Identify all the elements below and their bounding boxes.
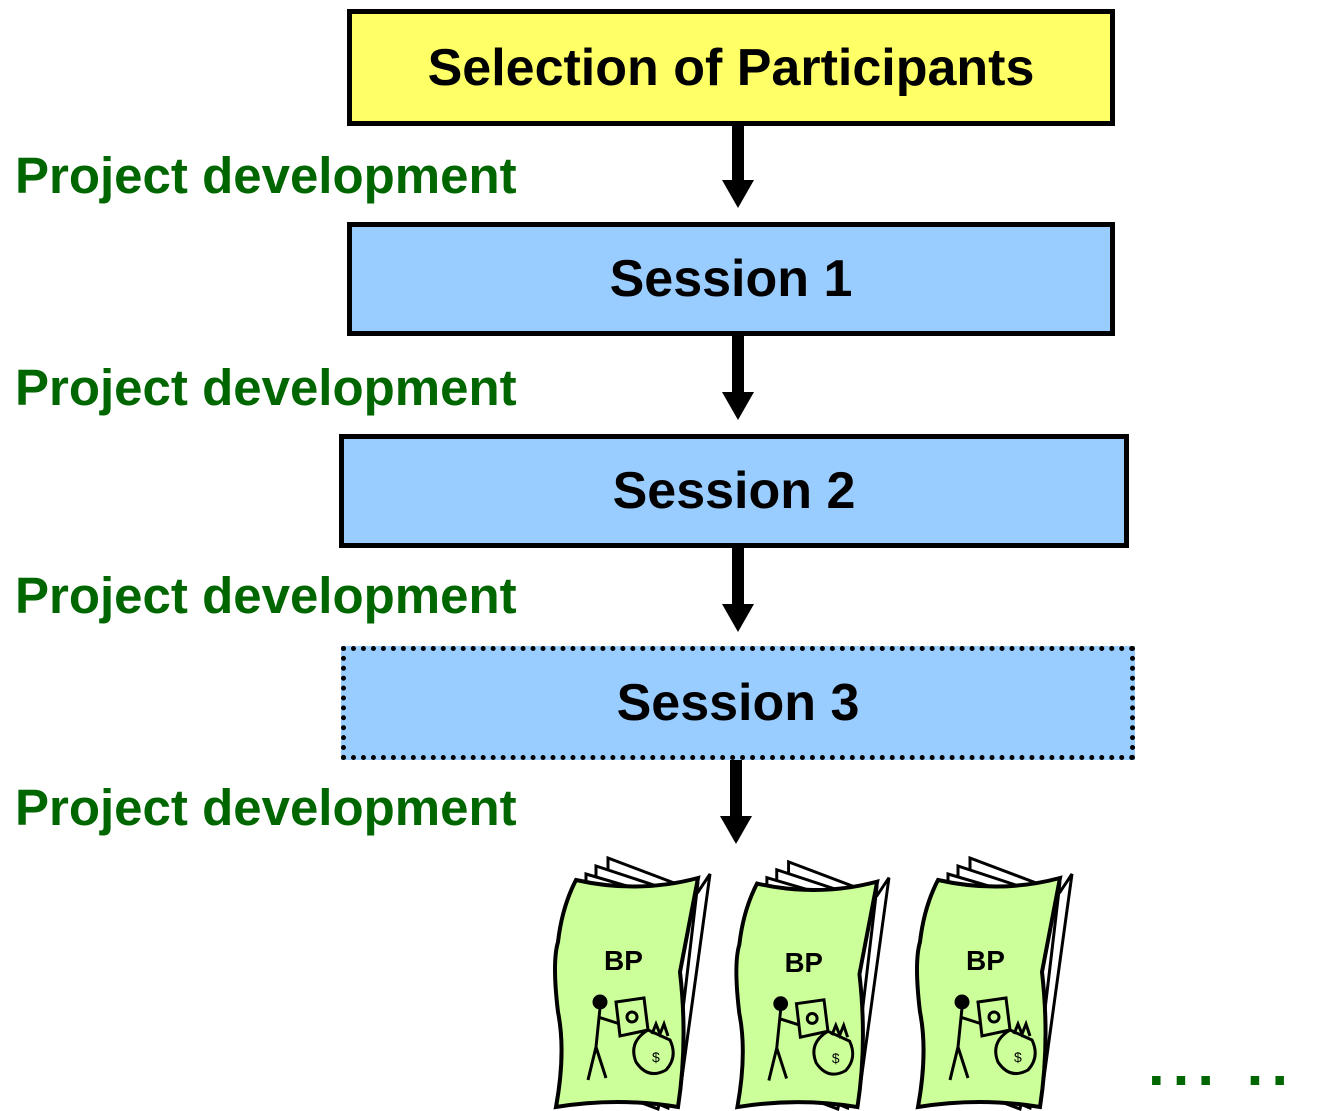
book-1-label: BP [604, 945, 643, 976]
project-development-label-2: Project development [15, 359, 517, 416]
svg-text:$: $ [1014, 1049, 1022, 1065]
svg-text:$: $ [652, 1049, 660, 1065]
session-1-box: Session 1 [347, 222, 1115, 336]
session-3-label: Session 3 [616, 674, 860, 732]
book-3-label: BP [966, 945, 1005, 976]
session-2-box: Session 2 [339, 434, 1129, 548]
svg-text:$: $ [832, 1051, 840, 1066]
down-arrow-2 [722, 336, 754, 420]
project-development-label-1: Project development [15, 147, 517, 204]
down-arrow-1 [722, 126, 754, 208]
book-2-label: BP [785, 947, 823, 978]
business-plan-book-3: BP $ [915, 855, 1074, 1111]
down-arrow-3 [722, 548, 754, 632]
session-2-label: Session 2 [612, 462, 856, 520]
continuation-ellipsis: ... .. [1148, 1031, 1297, 1098]
session-1-label: Session 1 [609, 250, 853, 308]
business-plan-book-1: BP $ [553, 855, 712, 1111]
project-development-label-4: Project development [15, 779, 517, 836]
session-3-box: Session 3 [341, 646, 1135, 760]
down-arrow-4 [720, 760, 752, 844]
business-plan-book-2: BP $ [734, 859, 891, 1111]
project-development-label-3: Project development [15, 567, 517, 624]
selection-of-participants-box: Selection of Participants [347, 9, 1115, 126]
selection-label: Selection of Participants [427, 38, 1035, 97]
